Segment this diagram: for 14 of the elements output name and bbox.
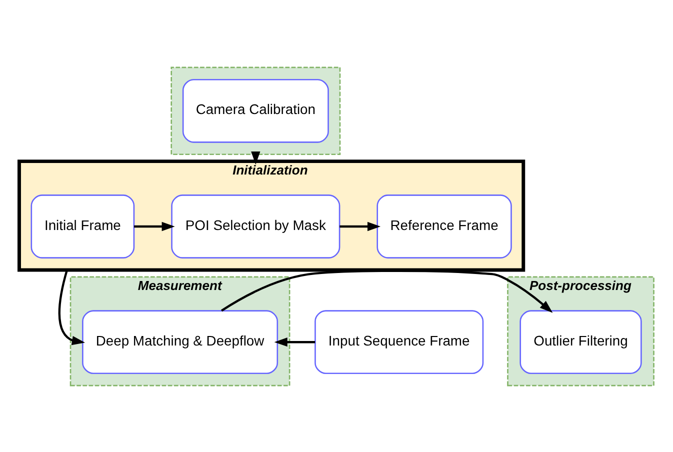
- node-box: Outlier Filtering: [520, 310, 642, 374]
- arrow: [274, 337, 316, 346]
- node-box: POI Selection by Mask: [171, 194, 340, 258]
- arrow: [340, 221, 381, 231]
- node-box: Input Sequence Frame: [314, 310, 484, 374]
- arrow: [220, 269, 553, 312]
- arrow: [251, 151, 260, 164]
- node-box: Reference Frame: [376, 194, 512, 258]
- arrow: [58, 269, 86, 345]
- node-box: Initial Frame: [30, 194, 135, 258]
- arrow: [134, 221, 175, 231]
- node-box: Camera Calibration: [182, 78, 329, 142]
- node-box: Deep Matching & Deepflow: [82, 310, 278, 374]
- cluster: [170, 66, 341, 154]
